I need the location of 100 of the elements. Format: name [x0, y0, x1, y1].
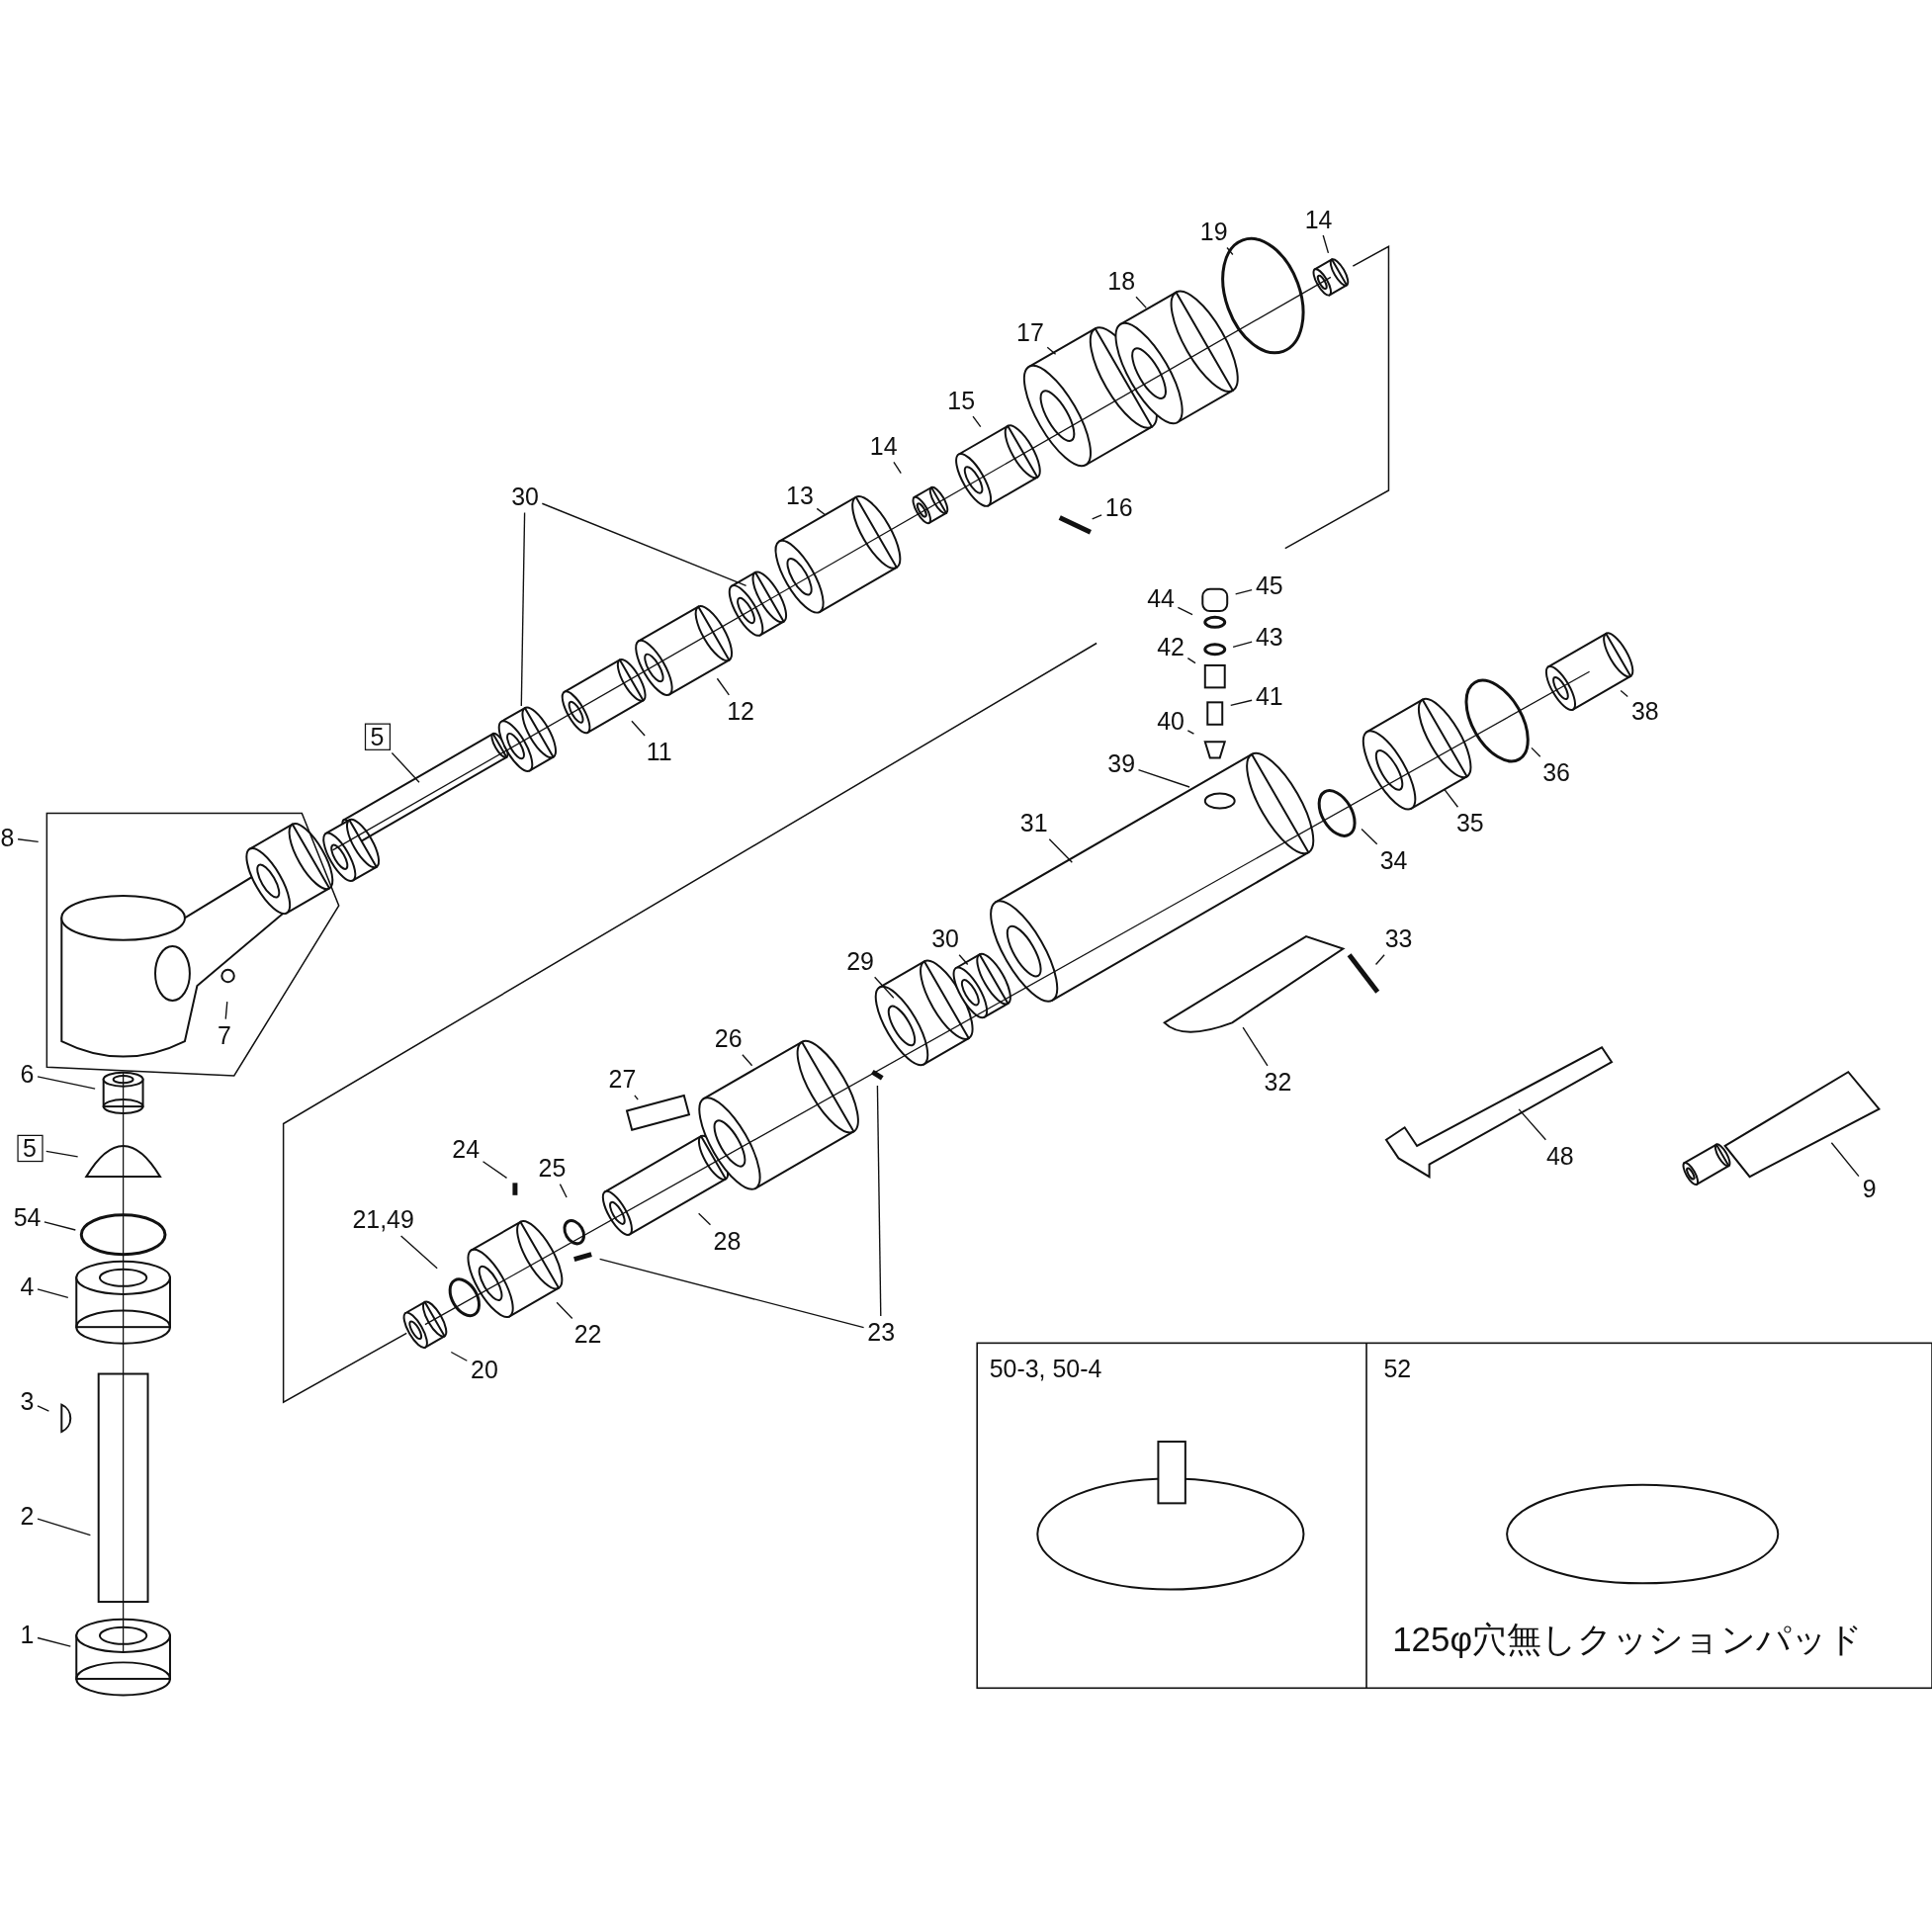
callout-number: 21,49 — [352, 1206, 414, 1234]
leader-line — [1137, 768, 1190, 788]
callout-number: 44 — [1147, 584, 1175, 613]
leader-line — [1226, 246, 1234, 256]
callout-number: 16 — [1104, 493, 1133, 522]
callout-number: 8 — [0, 824, 15, 852]
leader-line — [1374, 954, 1385, 966]
cell-heading: 50-3, 50-4 — [989, 1355, 1102, 1384]
leader-line — [876, 1085, 882, 1317]
leader-line — [1830, 1142, 1860, 1178]
callout-number: 5 — [364, 723, 391, 750]
leader-line — [37, 1288, 69, 1299]
callout-number: 2 — [20, 1502, 35, 1530]
callout-number: 25 — [538, 1154, 567, 1183]
callout-number: 14 — [1304, 206, 1333, 233]
leader-line — [1186, 730, 1195, 735]
callout-number: 29 — [846, 947, 874, 975]
leader-line — [37, 1076, 96, 1090]
cell-caption: 125φ穴無しクッションパッド — [1392, 1619, 1864, 1661]
callout-number: 31 — [1019, 809, 1048, 837]
callout-number: 7 — [217, 1021, 231, 1049]
leader-line — [1518, 1108, 1547, 1141]
callout-number: 48 — [1546, 1142, 1574, 1170]
leader-line — [1177, 606, 1193, 616]
leader-line — [450, 1351, 468, 1361]
leader-line — [17, 838, 40, 842]
callout-number: 38 — [1630, 697, 1659, 725]
leader-line — [391, 751, 420, 783]
cell-heading: 52 — [1383, 1355, 1412, 1384]
leader-line — [399, 1235, 438, 1270]
leader-line — [816, 507, 826, 516]
leader-line — [45, 1150, 79, 1158]
callout-number: 18 — [1107, 267, 1136, 295]
leader-line — [541, 502, 747, 587]
callout-number: 24 — [452, 1136, 481, 1164]
leader-line — [958, 954, 969, 966]
callout-number: 35 — [1456, 809, 1484, 837]
callout-number: 19 — [1199, 218, 1228, 245]
leader-line — [1620, 689, 1628, 698]
leader-line — [972, 415, 982, 428]
callout-number: 41 — [1255, 682, 1283, 710]
callout-number: 9 — [1862, 1175, 1877, 1203]
leader-line — [716, 677, 730, 696]
leader-line — [482, 1161, 508, 1180]
leader-line — [634, 1095, 639, 1100]
leader-line — [559, 1183, 568, 1198]
callout-number: 32 — [1264, 1068, 1292, 1096]
leader-line — [1234, 588, 1253, 595]
leader-line — [1242, 1026, 1269, 1067]
callout-number: 5 — [16, 1134, 44, 1163]
callout-number: 26 — [714, 1024, 743, 1053]
leader-line — [1361, 828, 1378, 845]
callout-number: 15 — [947, 387, 976, 414]
callout-number: 45 — [1255, 571, 1283, 599]
leader-line — [1046, 346, 1057, 355]
leader-line — [37, 1518, 92, 1537]
callout-number: 20 — [471, 1357, 498, 1384]
leader-line — [1531, 746, 1541, 757]
callout-number: 33 — [1384, 924, 1413, 953]
callout-number: 3 — [20, 1387, 35, 1415]
callout-number: 27 — [608, 1065, 637, 1094]
leader-line — [697, 1212, 712, 1226]
leader-line — [44, 1221, 76, 1231]
callout-number: 43 — [1255, 623, 1283, 651]
leader-line — [520, 511, 526, 707]
callout-number: 22 — [573, 1320, 602, 1349]
leader-line — [556, 1301, 573, 1320]
callout-number: 34 — [1379, 846, 1408, 874]
leader-line — [893, 461, 902, 475]
callout-number: 14 — [869, 432, 898, 460]
leader-line — [1186, 657, 1196, 664]
leader-line — [1092, 514, 1102, 520]
leader-line — [1135, 296, 1147, 309]
callout-number: 40 — [1157, 707, 1185, 735]
leader-line — [1232, 641, 1253, 649]
leader-line — [873, 976, 895, 999]
callout-number: 4 — [20, 1273, 35, 1300]
leader-line — [1444, 788, 1459, 808]
leader-line — [1048, 837, 1074, 863]
callout-number: 12 — [727, 697, 754, 725]
callout-number: 1 — [20, 1622, 35, 1649]
callout-number: 28 — [713, 1227, 742, 1255]
callout-number: 6 — [20, 1061, 35, 1089]
leader-line — [1322, 234, 1330, 254]
callout-number: 17 — [1016, 318, 1044, 347]
leader-line — [742, 1054, 753, 1067]
callout-number: 42 — [1157, 633, 1185, 660]
callout-number: 36 — [1542, 758, 1570, 787]
leader-line — [631, 720, 646, 737]
callout-number: 39 — [1107, 749, 1136, 778]
leader-line — [1230, 699, 1253, 706]
callout-number: 30 — [931, 924, 959, 953]
callout-number: 54 — [13, 1203, 42, 1231]
callout-number: 23 — [867, 1318, 896, 1346]
callout-number: 30 — [511, 483, 539, 510]
leader-line — [598, 1258, 865, 1329]
leader-line — [224, 1001, 228, 1020]
callout-number: 13 — [786, 482, 814, 509]
leader-line — [37, 1636, 71, 1647]
callout-number: 11 — [646, 738, 672, 765]
